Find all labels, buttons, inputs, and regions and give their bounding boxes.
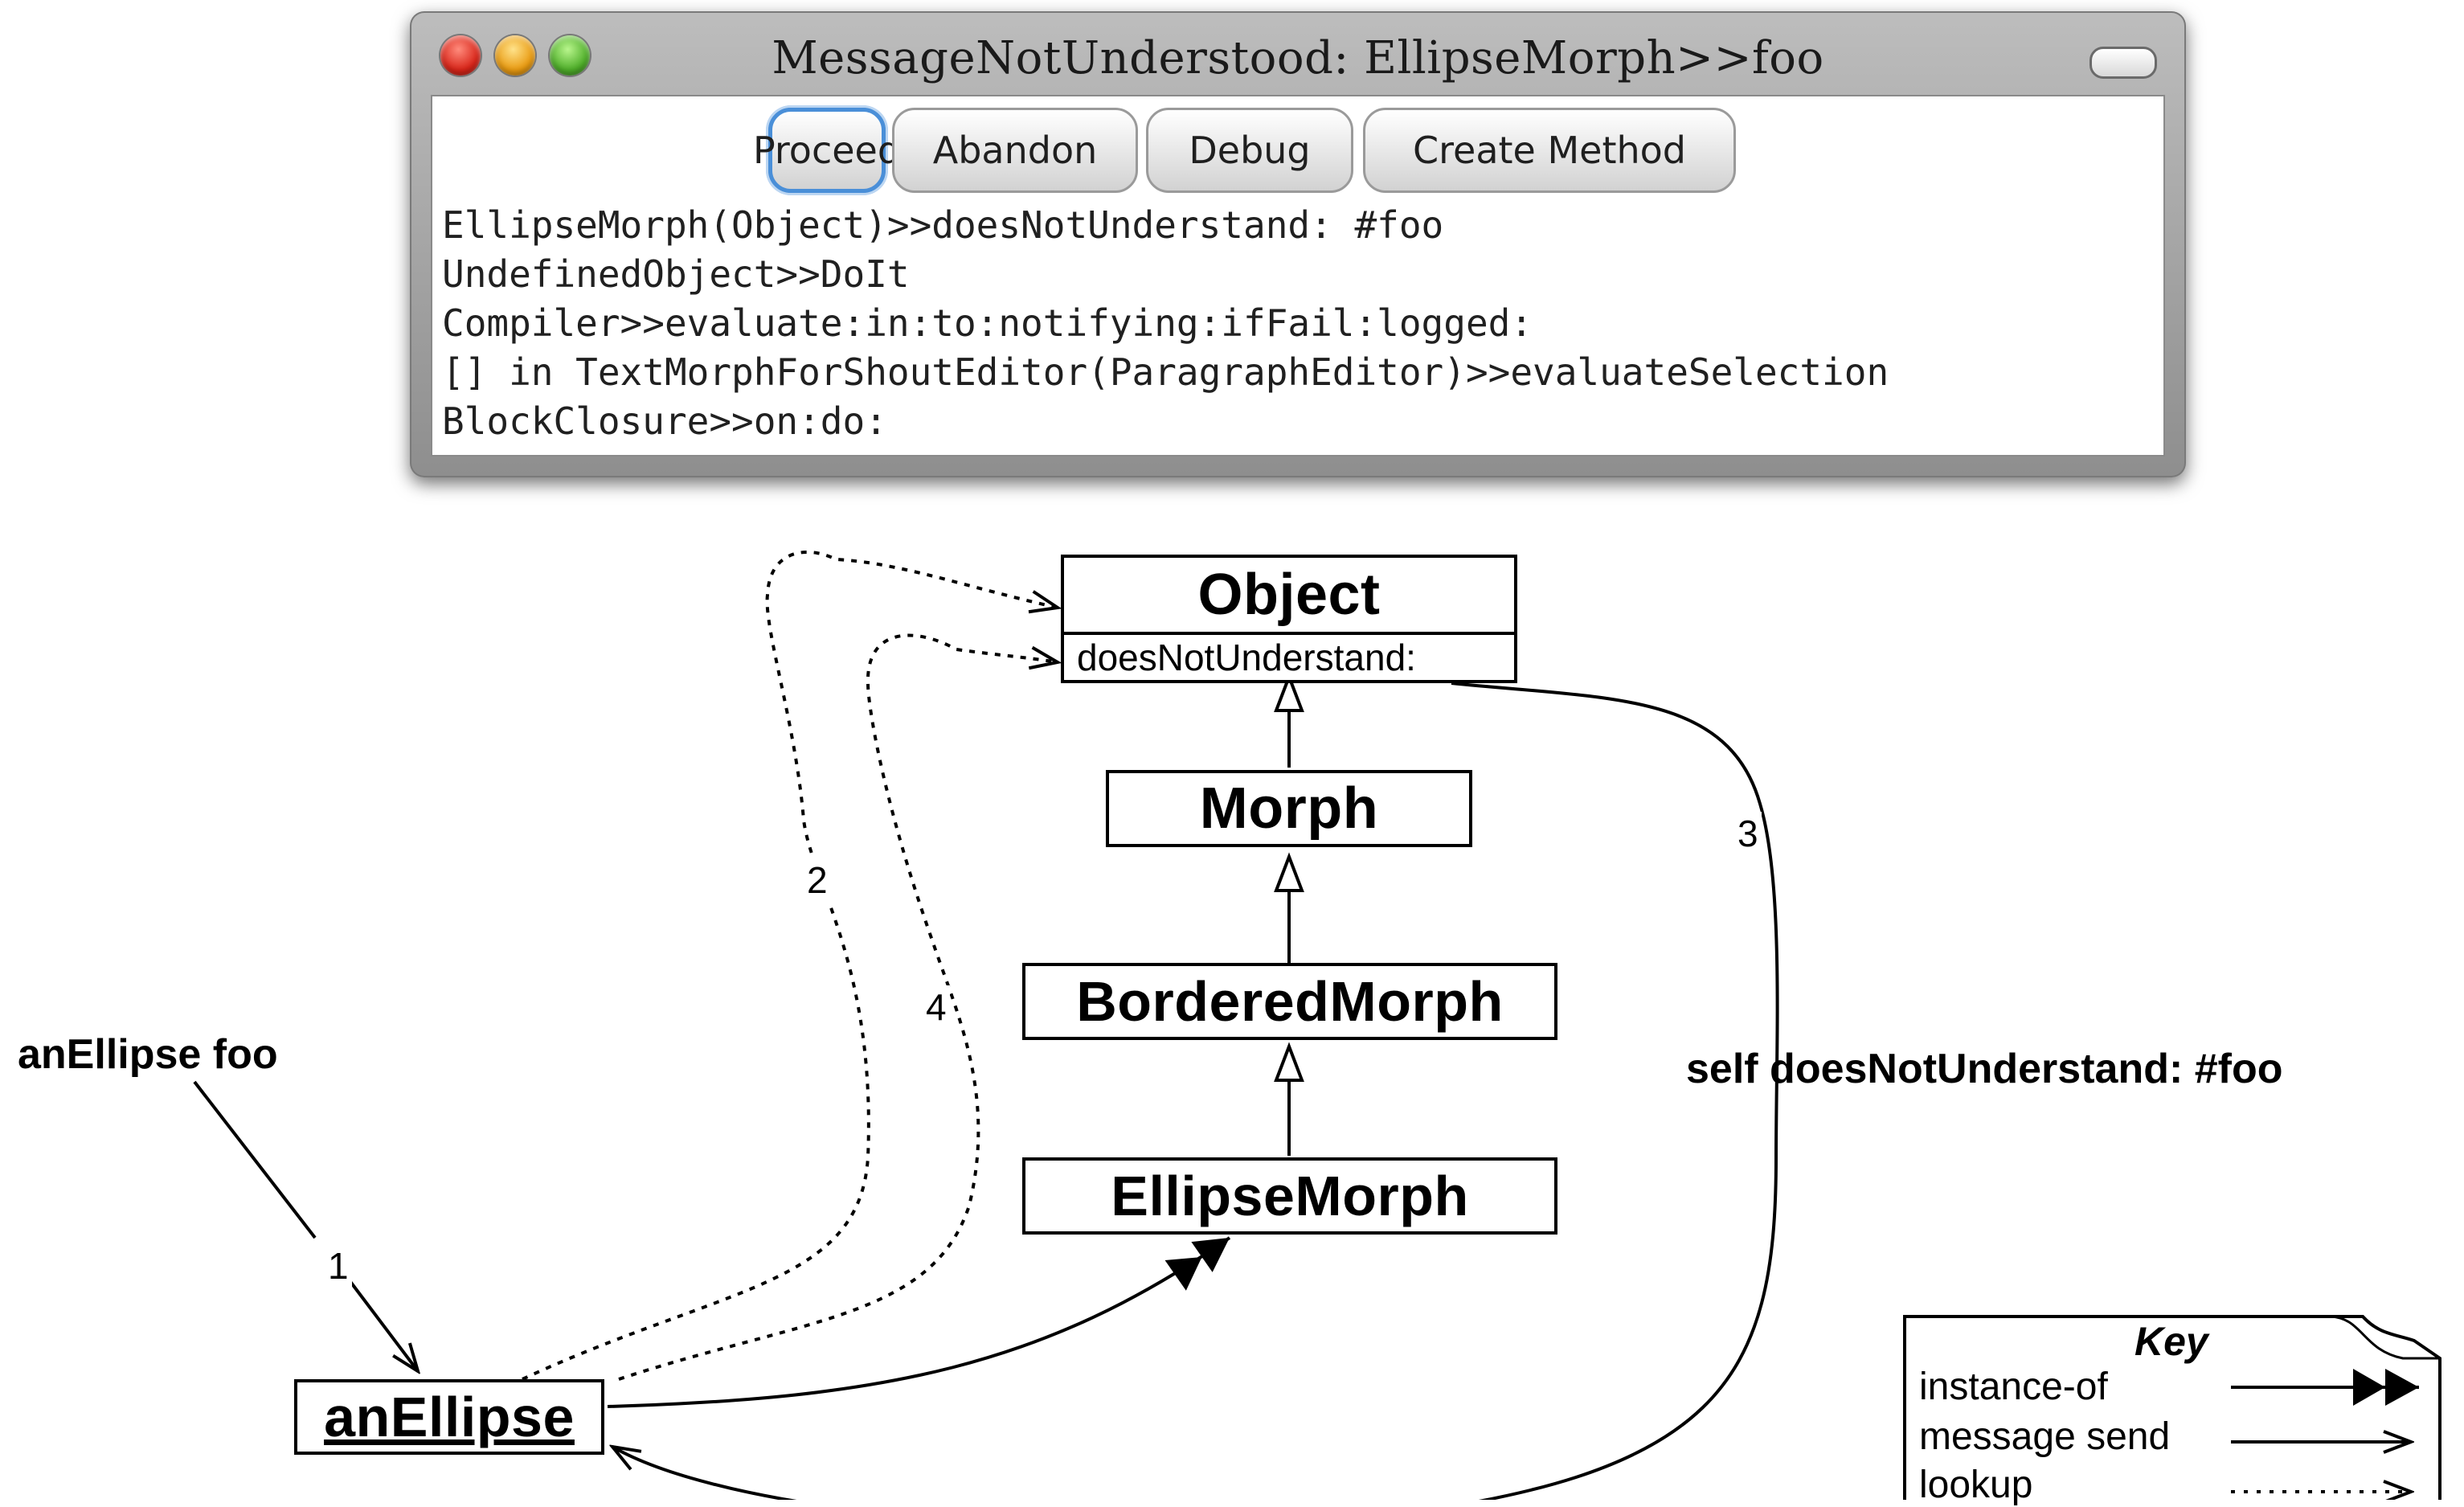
instance-of-arrow [607, 1236, 1231, 1408]
morph-class-name: Morph [1199, 776, 1379, 841]
morph-class-box: Morph [1106, 770, 1472, 847]
step-number-4: 4 [923, 985, 950, 1029]
key-legend: Key instance-of message send lookup [1905, 1317, 2440, 1506]
inherit-triangle-icon [1274, 672, 1304, 712]
minimize-window-icon[interactable] [495, 35, 535, 76]
step-number-1: 1 [325, 1244, 352, 1288]
step-number-3: 3 [1734, 812, 1762, 855]
debug-button[interactable]: Debug [1146, 108, 1353, 193]
anellipse-instance-name: anEllipse [324, 1386, 575, 1448]
dnu-message-label: self doesNotUnderstand: #foo [1686, 1046, 2283, 1092]
abandon-button[interactable]: Abandon [892, 108, 1138, 193]
anellipse-instance-box: anEllipse [294, 1379, 604, 1455]
inherit-triangle-icon [1274, 852, 1304, 892]
borderedmorph-class-name: BorderedMorph [1076, 970, 1504, 1033]
debugger-button-row: Proceed Abandon Debug Create Method [432, 108, 2163, 193]
key-box-outline [1903, 1315, 2441, 1500]
key-fold-corner [2330, 1315, 2440, 1360]
stack-trace-item[interactable]: BlockClosure>>on:do: [442, 399, 887, 443]
window-titlebar[interactable]: MessageNotUnderstood: EllipseMorph>>foo [410, 11, 2186, 92]
key-item-message-send: message send [1919, 1415, 2171, 1458]
object-method-dnu: doesNotUnderstand: [1064, 632, 1514, 682]
inheritance-arrows [1274, 672, 1304, 1156]
debugger-body: Proceed Abandon Debug Create Method Elli… [431, 95, 2165, 457]
collapse-toolbar-icon[interactable] [2089, 47, 2157, 79]
lookup-arrow-4 [618, 633, 1058, 1381]
create-method-button[interactable]: Create Method [1363, 108, 1736, 193]
object-class-box: Object doesNotUnderstand: [1061, 555, 1517, 683]
message-send-arrow-3 [612, 682, 1779, 1500]
message-send-arrow-1 [193, 1080, 418, 1371]
key-title: Key [2135, 1319, 2208, 1364]
stack-trace-list[interactable]: EllipseMorph(Object)>>doesNotUnderstand:… [442, 201, 2155, 455]
debugger-window: MessageNotUnderstood: EllipseMorph>>foo … [410, 11, 2186, 477]
lookup-arrow-2 [522, 551, 1058, 1381]
message-label: anEllipse foo [18, 1031, 278, 1078]
zoom-window-icon[interactable] [550, 35, 590, 76]
stack-trace-item[interactable]: EllipseMorph(Object)>>doesNotUnderstand:… [442, 203, 1444, 247]
stack-trace-item[interactable]: UndefinedObject>>DoIt [442, 252, 910, 296]
inherit-triangle-icon [1274, 1042, 1304, 1082]
close-window-icon[interactable] [440, 35, 481, 76]
key-item-instance-of: instance-of [1919, 1366, 2108, 1408]
stack-trace-item[interactable]: Compiler>>evaluate:in:to:notifying:ifFai… [442, 301, 1533, 345]
borderedmorph-class-box: BorderedMorph [1022, 963, 1557, 1040]
object-class-name: Object [1197, 563, 1381, 627]
key-item-lookup: lookup [1919, 1464, 2033, 1506]
step-number-2: 2 [804, 858, 831, 902]
proceed-button[interactable]: Proceed [753, 108, 901, 193]
window-title: MessageNotUnderstood: EllipseMorph>>foo [772, 32, 1824, 84]
stack-trace-item[interactable]: [] in TextMorphForShoutEditor(ParagraphE… [442, 350, 1889, 394]
ellipsemorph-class-box: EllipseMorph [1022, 1157, 1557, 1235]
ellipsemorph-class-name: EllipseMorph [1111, 1165, 1469, 1227]
